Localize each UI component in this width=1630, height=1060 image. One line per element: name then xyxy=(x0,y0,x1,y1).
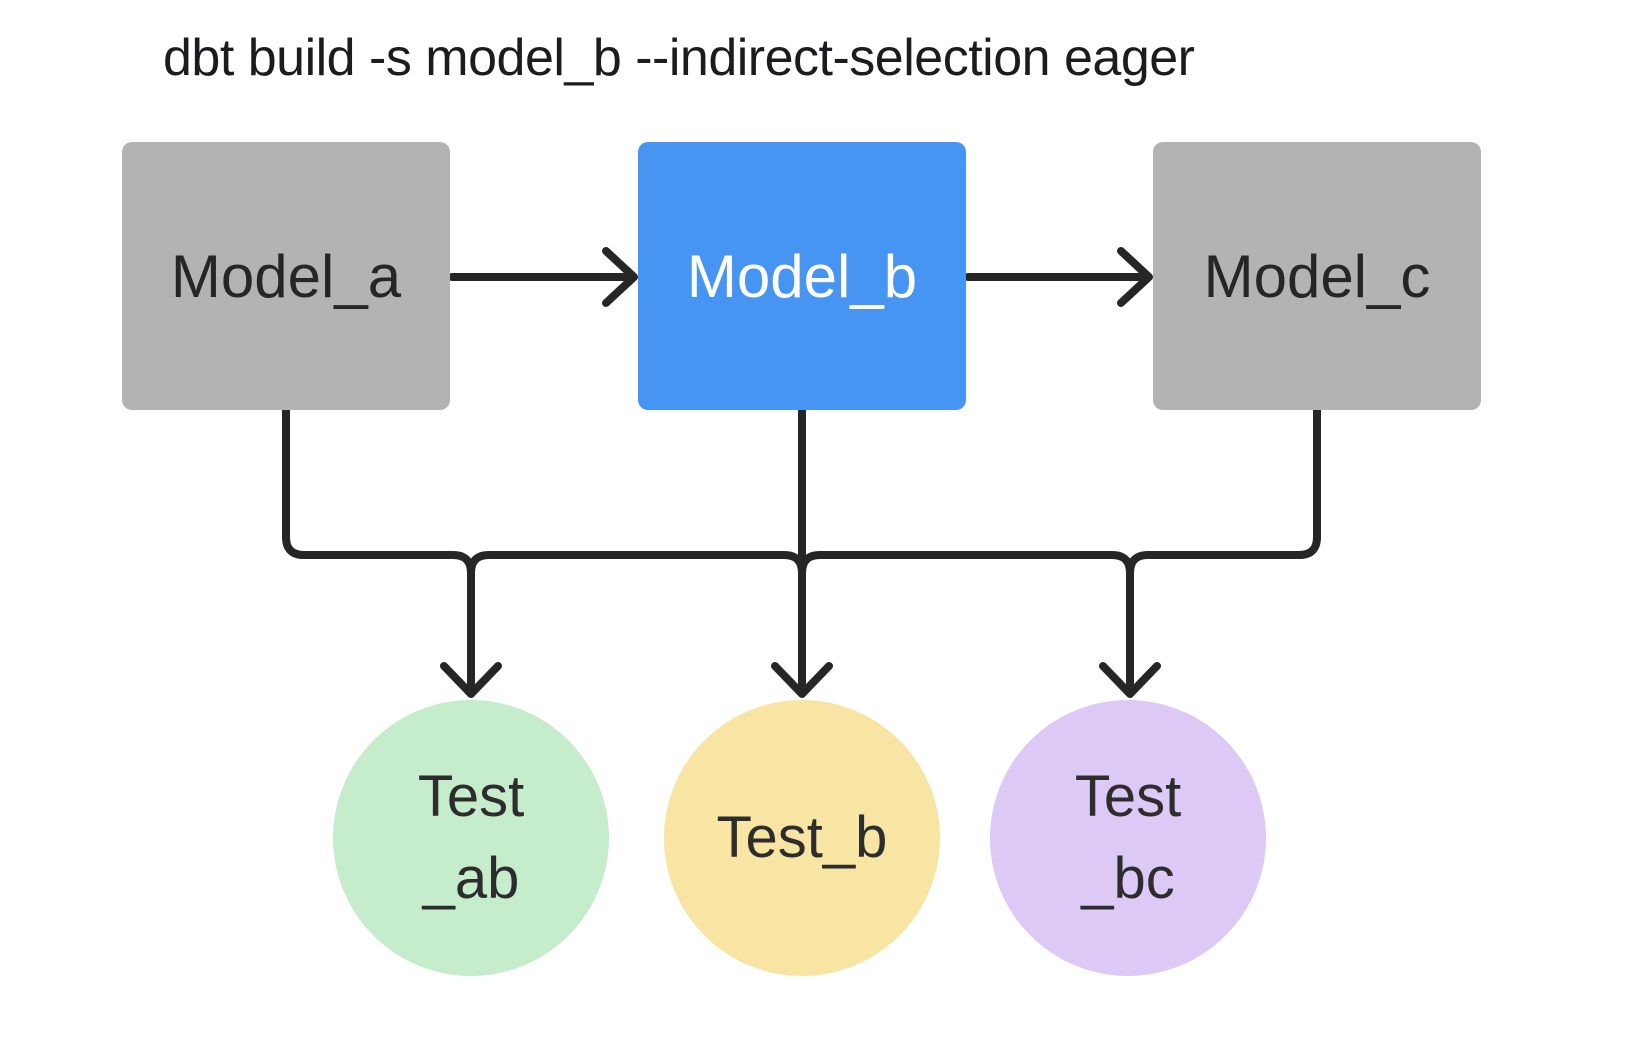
node-model-c-label: Model_c xyxy=(1203,242,1431,310)
node-model-a-label: Model_a xyxy=(170,242,402,310)
node-test-ab-label-line1: Test xyxy=(417,764,525,829)
edge-model-a-to-bus xyxy=(282,406,475,577)
node-model-b-label: Model_b xyxy=(686,242,918,310)
node-model-b-selected: Model_b xyxy=(638,142,966,410)
node-test-bc-label-line1: Test xyxy=(1074,764,1182,829)
edge-model-c-to-bus xyxy=(1126,406,1321,577)
arrow-bus-to-test-bc xyxy=(1099,566,1161,698)
node-test-bc: Test _bc xyxy=(990,700,1266,976)
node-model-a: Model_a xyxy=(122,142,450,410)
arrow-model-a-to-model-b xyxy=(448,247,638,307)
node-model-c: Model_c xyxy=(1153,142,1481,410)
arrow-model-b-to-test-b xyxy=(771,405,833,698)
node-test-ab-label-line2: _ab xyxy=(422,846,520,911)
arrow-bus-to-test-ab xyxy=(440,566,502,698)
bus-left-segment xyxy=(467,551,806,577)
node-test-ab: Test _ab xyxy=(333,700,609,976)
node-test-b-label: Test_b xyxy=(716,805,888,870)
bus-right-segment xyxy=(798,551,1134,577)
node-test-bc-label-line2: _bc xyxy=(1081,846,1175,911)
node-test-b: Test_b xyxy=(664,700,940,976)
arrow-model-b-to-model-c xyxy=(964,247,1153,307)
diagram-title: dbt build -s model_b --indirect-selectio… xyxy=(163,29,1195,87)
